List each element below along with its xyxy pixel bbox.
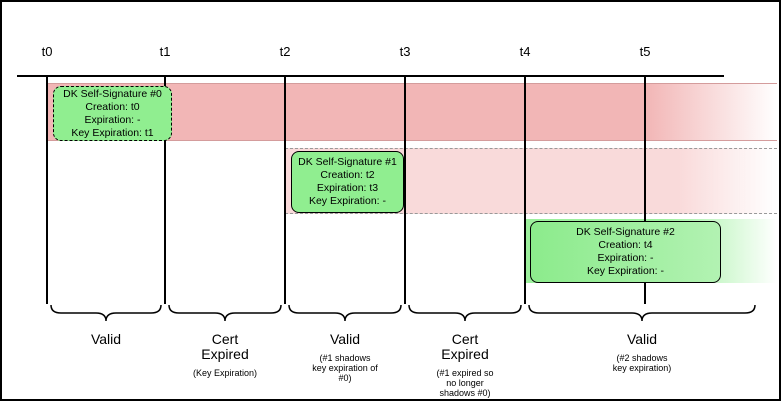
interval-label-1: Valid xyxy=(47,332,165,353)
interval-5-title: Valid xyxy=(626,331,658,347)
signature-2-key-expiration: Key Expiration: - xyxy=(586,265,665,277)
signature-2-expiration: Expiration: - xyxy=(597,252,654,264)
signature-1-creation: Creation: t2 xyxy=(320,169,375,181)
interval-2-title: Cert Expired xyxy=(201,331,249,362)
interval-brace-3 xyxy=(288,304,402,322)
signature-0-expiration: Expiration: - xyxy=(84,113,141,126)
interval-brace-2 xyxy=(168,304,282,322)
interval-3-subtitle: (#1 shadows key expiration of #0) xyxy=(312,353,378,383)
interval-label-5: Valid (#2 shadows key expiration) xyxy=(525,331,759,374)
tick-label-t3: t3 xyxy=(399,44,411,59)
signature-2-title: DK Self-Signature #2 xyxy=(576,226,675,238)
signature-box-0: DK Self-Signature #0 Creation: t0 Expira… xyxy=(53,86,172,141)
signature-1-title: DK Self-Signature #1 xyxy=(298,156,397,168)
time-marker-line-t3 xyxy=(404,76,406,304)
signature-box-1: DK Self-Signature #1 Creation: t2 Expira… xyxy=(291,151,404,213)
time-marker-line-t5 xyxy=(644,76,646,304)
interval-2-subtitle: (Key Expiration) xyxy=(192,368,258,378)
tick-label-t1: t1 xyxy=(159,44,171,59)
tick-label-t5: t5 xyxy=(639,44,651,59)
interval-5-subtitle: (#2 shadows key expiration) xyxy=(612,353,672,373)
signature-0-creation: Creation: t0 xyxy=(85,100,140,113)
timeline-axis-line xyxy=(17,75,724,77)
signature-0-key-expiration: Key Expiration: t1 xyxy=(71,126,154,139)
tick-label-t2: t2 xyxy=(279,44,291,59)
interval-brace-5 xyxy=(528,304,756,322)
time-marker-line-t0 xyxy=(46,76,48,304)
time-marker-line-t2 xyxy=(284,76,286,304)
interval-3-title: Valid xyxy=(329,331,361,347)
interval-1-title: Valid xyxy=(90,331,122,347)
interval-brace-1 xyxy=(50,304,162,322)
signature-1-key-expiration: Key Expiration: - xyxy=(308,195,387,207)
time-marker-line-t4 xyxy=(524,76,526,304)
interval-label-4: Cert Expired (#1 expired so no longer sh… xyxy=(405,331,525,399)
interval-brace-4 xyxy=(408,304,522,322)
time-marker-line-t1 xyxy=(164,76,166,304)
tick-label-t0: t0 xyxy=(41,44,53,59)
interval-label-3: Valid (#1 shadows key expiration of #0) xyxy=(285,331,405,384)
interval-4-title: Cert Expired xyxy=(441,331,489,362)
signature-1-expiration: Expiration: t3 xyxy=(316,182,379,194)
interval-4-subtitle: (#1 expired so no longer shadows #0) xyxy=(436,368,494,398)
signature-box-2: DK Self-Signature #2 Creation: t4 Expira… xyxy=(530,221,721,283)
interval-label-2: Cert Expired (Key Expiration) xyxy=(165,331,285,379)
tick-label-t4: t4 xyxy=(519,44,531,59)
signature-0-title: DK Self-Signature #0 xyxy=(63,87,162,100)
signature-2-creation: Creation: t4 xyxy=(598,239,653,251)
